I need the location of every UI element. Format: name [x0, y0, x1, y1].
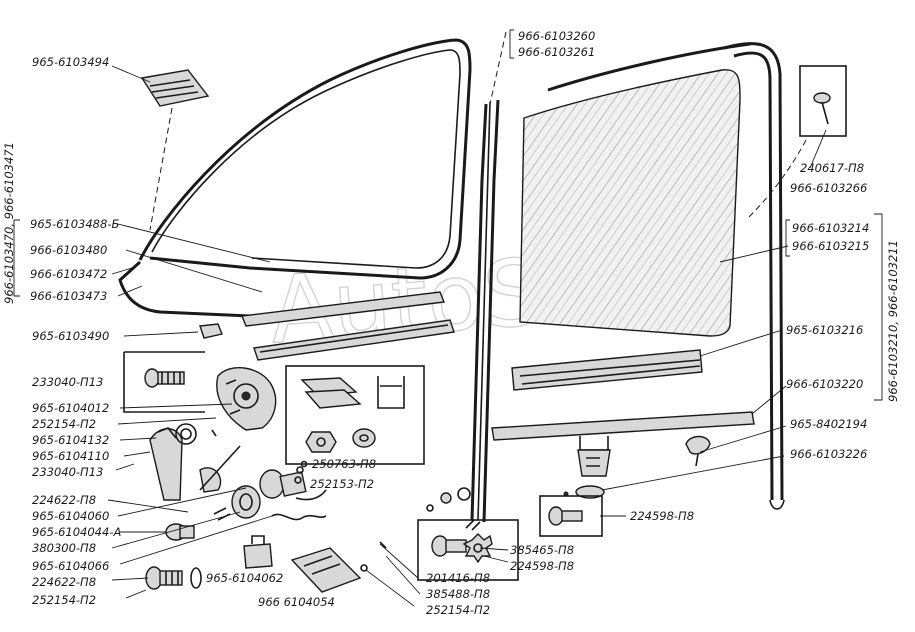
- label-966-6103260: 966-6103260: [518, 29, 595, 43]
- window-regulator-mechanism: [216, 367, 277, 431]
- label-966-6103215: 966-6103215: [792, 239, 869, 253]
- label-965-6104132: 965-6104132: [32, 433, 109, 447]
- label-966-6104054: 966 6104054: [258, 595, 335, 609]
- label-966-6103220: 966-6103220: [786, 377, 863, 391]
- label-252154-p2-c: 252154-П2: [426, 603, 490, 617]
- part-number-labels: 965-6103494 965-6103488-Б 966-6103480 96…: [2, 29, 900, 617]
- left-group-bracket: [13, 219, 20, 297]
- label-965-6103488b: 965-6103488-Б: [30, 217, 119, 231]
- felt-strip-part: [511, 349, 703, 391]
- label-965-6103490: 965-6103490: [32, 329, 109, 343]
- right-small-parts: [539, 435, 711, 537]
- door-glass-run-channel: [465, 31, 507, 531]
- label-233040-p13-a: 233040-П13: [32, 375, 103, 389]
- label-240617-p8: 240617-П8: [800, 161, 864, 175]
- crank-handle-parts: [149, 423, 222, 501]
- right-pair-bracket-top: [785, 219, 790, 257]
- label-252154-p2-a: 252154-П2: [32, 417, 96, 431]
- center-pair-bracket-top: [509, 29, 514, 59]
- label-965-6104012: 965-6104012: [32, 401, 109, 415]
- label-965-6104062: 965-6104062: [206, 571, 283, 585]
- lower-channel-bracket: [491, 411, 755, 477]
- seal-insert-part: [140, 69, 210, 231]
- label-right-vertical-group: 966-6103210, 966-6103211: [886, 240, 900, 402]
- label-left-vertical-group: 966-6103470, 966-6103471: [2, 142, 16, 304]
- label-252154-p2-b: 252154-П2: [32, 593, 96, 607]
- label-224622-p8-a: 224622-П8: [32, 493, 96, 507]
- label-965-6104066: 965-6104066: [32, 559, 109, 573]
- label-966-6103480: 966-6103480: [30, 243, 107, 257]
- label-965-8402194: 965-8402194: [790, 417, 867, 431]
- label-201416-p8: 201416-П8: [426, 571, 490, 585]
- label-224598-p8-a: 224598-П8: [510, 559, 574, 573]
- label-965-6104060: 965-6104060: [32, 509, 109, 523]
- label-966-6103214: 966-6103214: [792, 221, 869, 235]
- washer-small-part: [294, 476, 302, 484]
- label-966-6103226: 966-6103226: [790, 447, 867, 461]
- leader-lines: [107, 65, 827, 607]
- spring-part: [271, 513, 327, 521]
- label-252153-p2: 252153-П2: [310, 477, 374, 491]
- label-966-6103261: 966-6103261: [518, 45, 595, 59]
- label-965-6104110: 965-6104110: [32, 449, 109, 463]
- label-224622-p8-b: 224622-П8: [32, 575, 96, 589]
- label-233040-p13-b: 233040-П13: [32, 465, 103, 479]
- pulley-roller-part: [199, 445, 327, 519]
- center-hardware-parts: [360, 487, 519, 581]
- right-group-bracket: [874, 213, 883, 401]
- label-250763-p8: 250763-П8: [312, 457, 376, 471]
- glass-channel-strips: [241, 291, 455, 361]
- screw-box-part: [747, 65, 847, 219]
- nut-small-part: [300, 460, 308, 468]
- label-224598-p8-b: 224598-П8: [630, 509, 694, 523]
- bolt-box-part: [123, 351, 205, 413]
- door-glass-pane: [519, 69, 741, 337]
- label-965-6104044a: 965-6104044-А: [32, 525, 121, 539]
- label-380300-p8: 380300-П8: [32, 541, 96, 555]
- pad-part: [199, 323, 223, 339]
- plate-part: [290, 547, 362, 593]
- label-966-6103472: 966-6103472: [30, 267, 107, 281]
- label-385465-p8: 385465-П8: [510, 543, 574, 557]
- label-965-6103494: 965-6103494: [32, 55, 109, 69]
- label-385488-p8: 385488-П8: [426, 587, 490, 601]
- quarter-window-frame: [118, 38, 472, 318]
- label-965-6103216: 965-6103216: [786, 323, 863, 337]
- bracket-part: [243, 535, 273, 569]
- hardware-kit-box: [285, 365, 425, 465]
- label-966-6103266: 966-6103266: [790, 181, 867, 195]
- screw-bottom-left: [145, 566, 202, 590]
- door-window-frame: [723, 42, 785, 510]
- label-966-6103473: 966-6103473: [30, 289, 107, 303]
